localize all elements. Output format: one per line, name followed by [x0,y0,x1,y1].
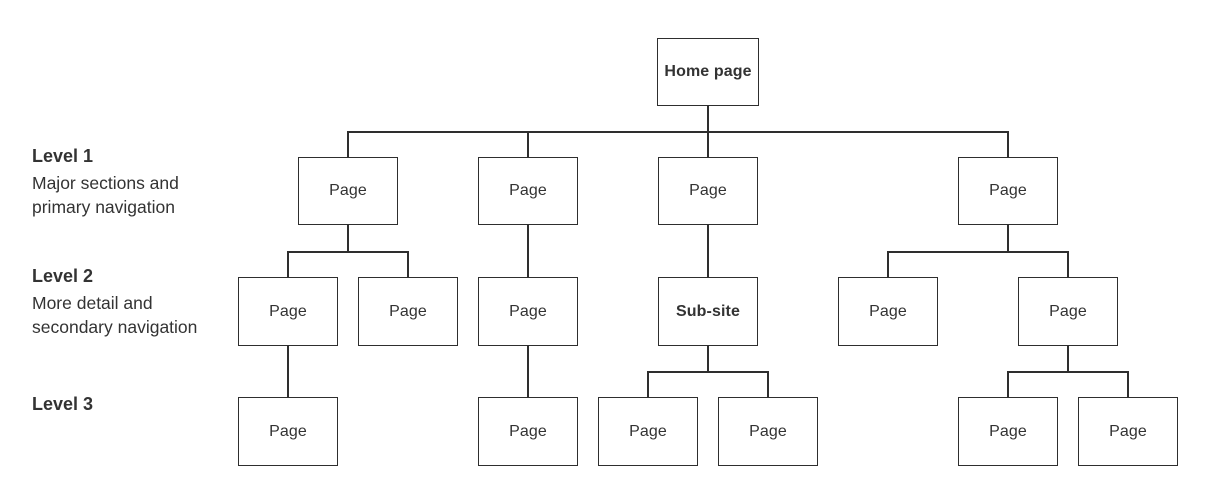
connector-subsite-down [707,346,709,372]
connector-level3-bus-right [1007,371,1128,373]
node-label: Page [389,302,427,320]
node-label: Page [269,302,307,320]
connector-level3-bus-mid [647,371,768,373]
connector-l2b6-down [1067,346,1069,372]
node-label: Page [749,422,787,440]
connector-l3b3-drop [647,371,649,397]
node-label: Page [509,182,547,199]
connector-level1-bus [348,131,1009,133]
node-label: Page [509,422,547,440]
level-3-side-label: Level 3 [32,392,242,419]
node-label: Page [1109,422,1147,440]
node-label: Page [329,182,367,199]
node-level3-page-5: Page [958,397,1058,466]
connector-l3b6-drop [1127,371,1129,397]
node-home-page: Home page [657,38,759,106]
connector-l1b1-down [347,225,349,252]
node-level2-sub-site: Sub-site [658,277,758,346]
connector-l2b3-down [527,346,529,397]
connector-level1-drop-4 [1007,131,1009,157]
level-1-title: Level 1 [32,146,94,166]
connector-l3b5-drop [1007,371,1009,397]
node-level3-page-6: Page [1078,397,1178,466]
node-level3-page-1: Page [238,397,338,466]
node-level2-page-6: Page [1018,277,1118,346]
node-label: Page [869,302,907,320]
level-2-side-label: Level 2 More detail and secondary naviga… [32,264,242,339]
connector-level1-drop-1 [347,131,349,157]
connector-level2-bus-right [887,251,1068,253]
level-1-side-label: Level 1 Major sections and primary navig… [32,144,242,219]
node-level2-page-2: Page [358,277,458,346]
connector-l1b3-down [707,225,709,277]
connector-l1b2-down [527,225,529,277]
node-level3-page-2: Page [478,397,578,466]
node-level3-page-3: Page [598,397,698,466]
node-label: Sub-site [676,302,740,320]
node-level1-page-3: Page [658,157,758,225]
node-label: Page [1049,302,1087,320]
node-level2-page-5: Page [838,277,938,346]
connector-l2b2-drop [407,251,409,277]
node-level2-page-3: Page [478,277,578,346]
node-label: Page [989,182,1027,199]
connector-l2b5-drop [887,251,889,277]
node-label: Page [269,422,307,440]
node-level2-page-1: Page [238,277,338,346]
connector-level2-bus-left [287,251,408,253]
connector-l2b6-drop [1067,251,1069,277]
connector-l3b4-drop [767,371,769,397]
node-level1-page-4: Page [958,157,1058,225]
level-3-title: Level 3 [32,394,94,414]
node-home-page-label: Home page [664,63,752,80]
level-2-title: Level 2 [32,266,94,286]
connector-l1b4-down [1007,225,1009,252]
node-label: Page [629,422,667,440]
node-label: Page [989,422,1027,440]
node-level1-page-2: Page [478,157,578,225]
node-label: Page [509,302,547,320]
level-1-description: Major sections and primary navigation [32,173,179,217]
connector-l2b1-drop [287,251,289,277]
node-label: Page [689,182,727,199]
node-level3-page-4: Page [718,397,818,466]
connector-l2b1-down [287,346,289,397]
connector-level1-drop-2 [527,131,529,157]
level-2-description: More detail and secondary navigation [32,293,198,337]
node-level1-page-1: Page [298,157,398,225]
